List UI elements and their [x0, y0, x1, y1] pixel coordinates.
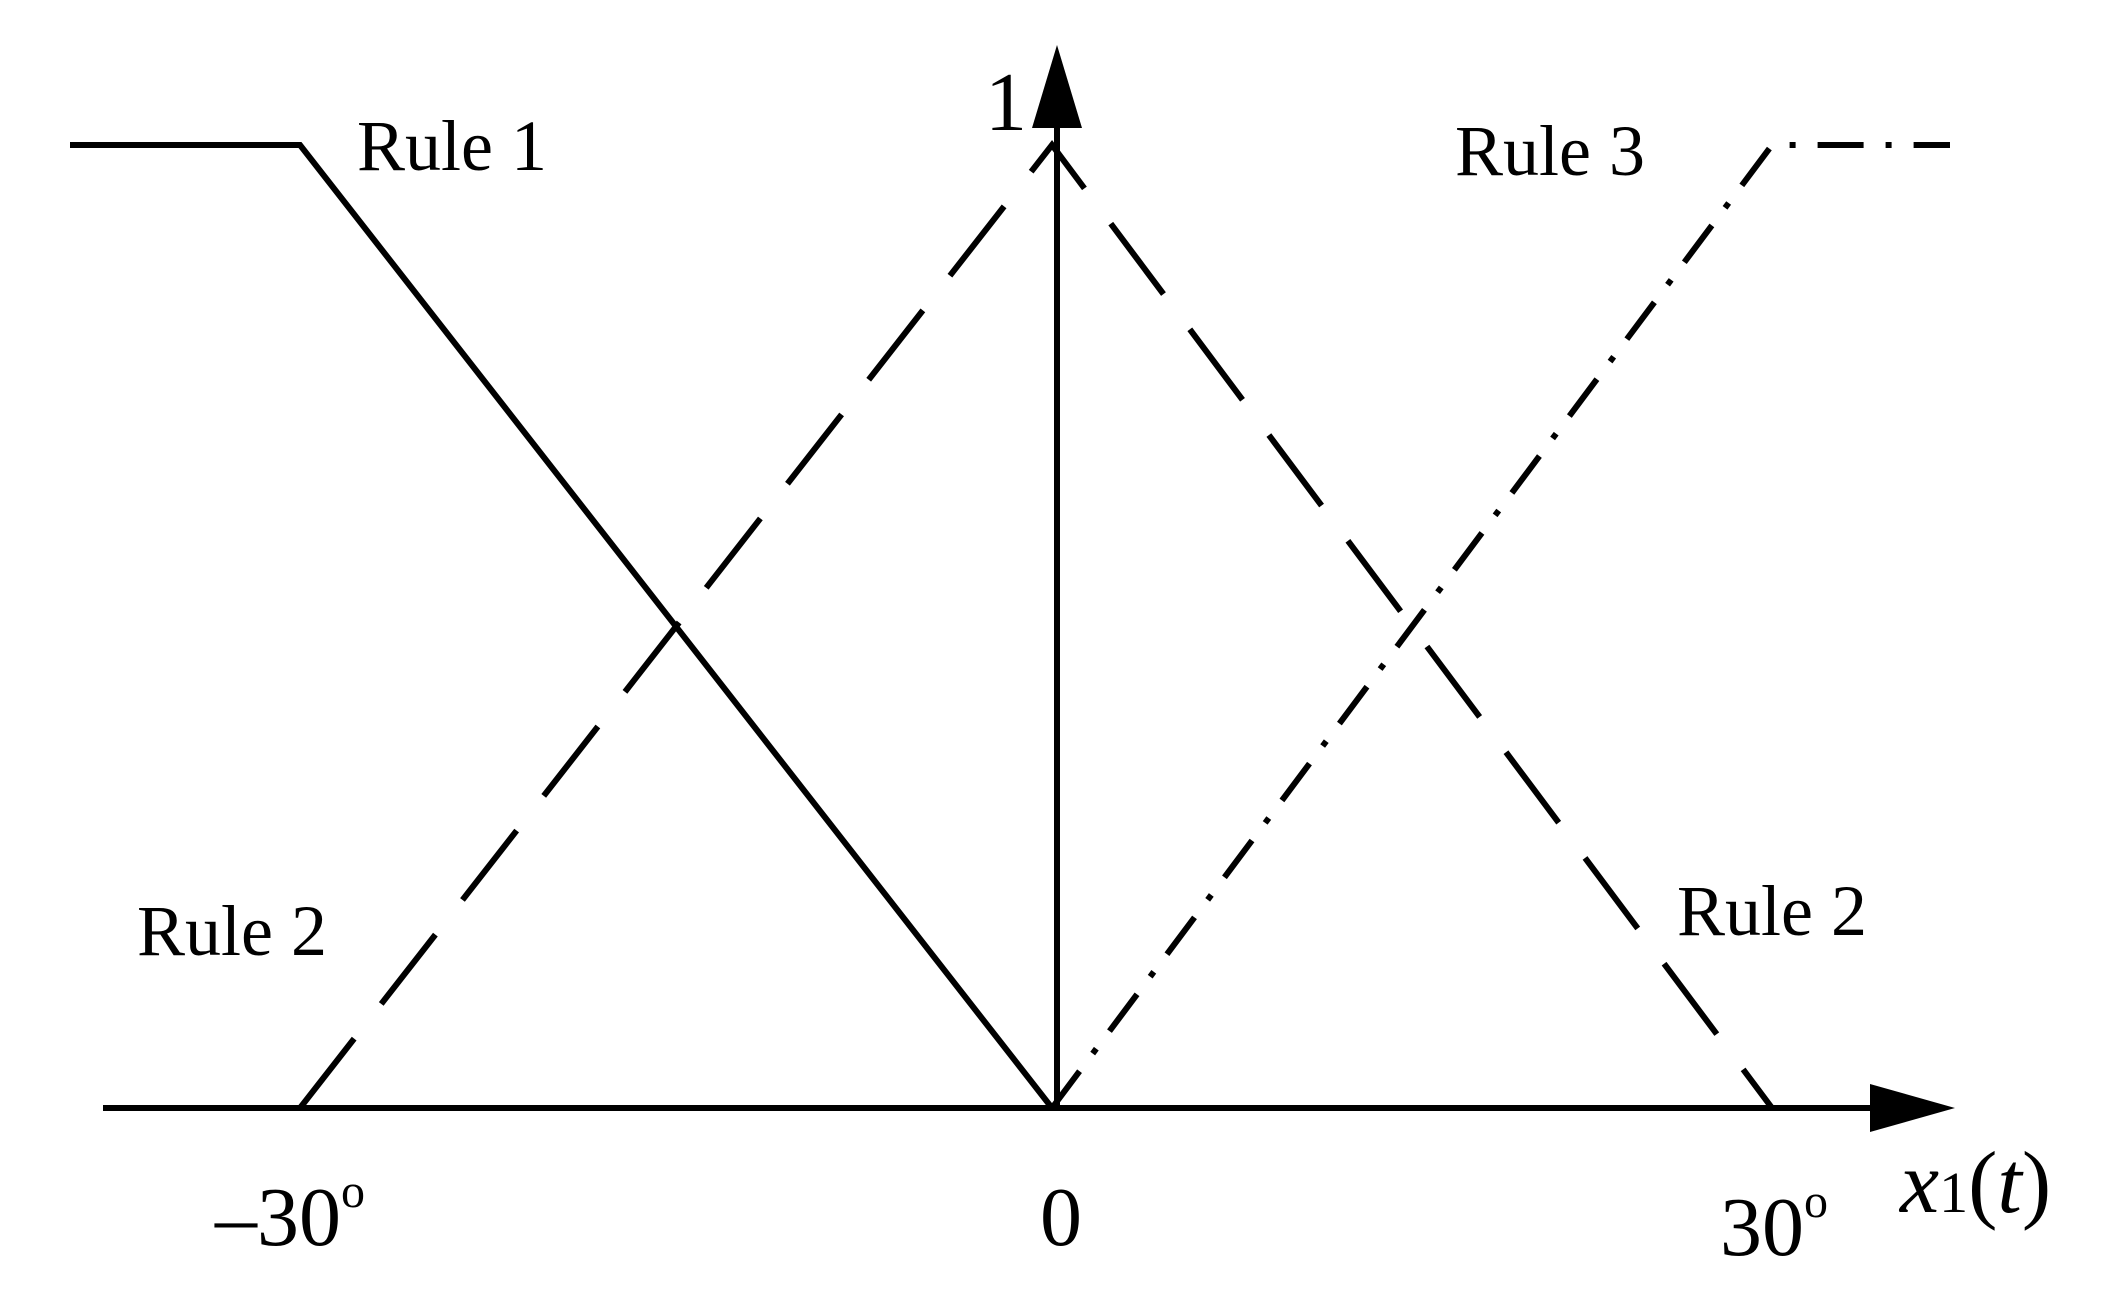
y-axis-max-label: 1 — [985, 56, 1027, 149]
rule3-curve — [1049, 142, 1950, 1110]
rule1-curve — [70, 142, 1055, 1110]
x-tick-pos30: 30o — [1720, 1175, 1828, 1274]
y-axis-arrowhead — [1032, 45, 1082, 128]
rule2-left-label: Rule 2 — [137, 891, 327, 971]
x-axis-arrowhead — [1870, 1084, 1955, 1132]
rule3-label: Rule 3 — [1455, 111, 1645, 191]
x-axis-label: x1(t) — [1898, 1135, 2051, 1232]
x-tick-zero: 0 — [1040, 1171, 1082, 1264]
rule2-curve — [297, 140, 1775, 1110]
x-tick-neg30: –30o — [214, 1165, 365, 1264]
rule2-right-label: Rule 2 — [1677, 871, 1867, 951]
rule1-label: Rule 1 — [357, 106, 547, 186]
